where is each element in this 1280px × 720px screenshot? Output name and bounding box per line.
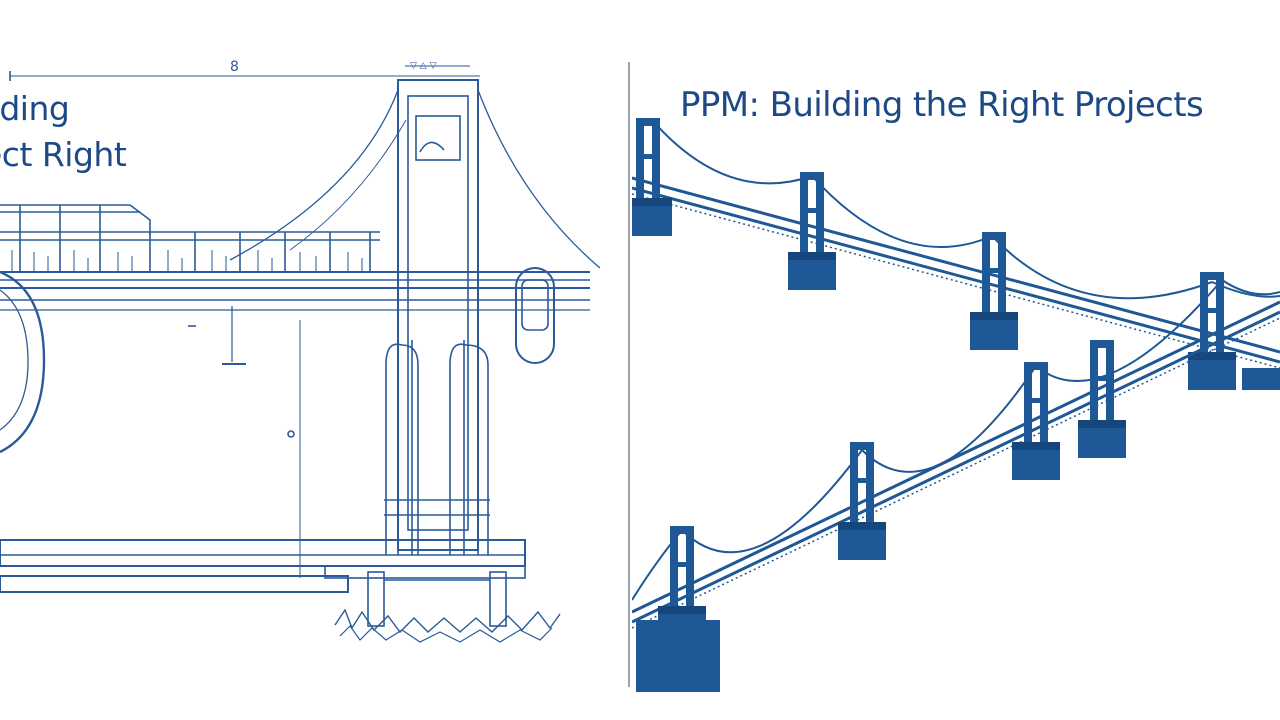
dimension-label: 8 [230,59,239,75]
upper-bridge [632,119,1280,369]
blueprint-title-line-2: ect Right [0,135,127,174]
blueprint-title-line-1: ilding [0,89,70,128]
blueprint-panel: ilding ect Right 8 ▽ △ ▽ [0,0,628,720]
page-title: PPM: Building the Right Projects [680,85,1204,125]
panel-divider [628,62,630,687]
bridges-panel: PPM: Building the Right Projects [632,0,1280,720]
bridges-illustration [632,118,1280,692]
dimension-marks: ▽ △ ▽ [410,61,437,71]
lower-bridge [632,279,1280,629]
blueprint-drawing [0,65,601,643]
